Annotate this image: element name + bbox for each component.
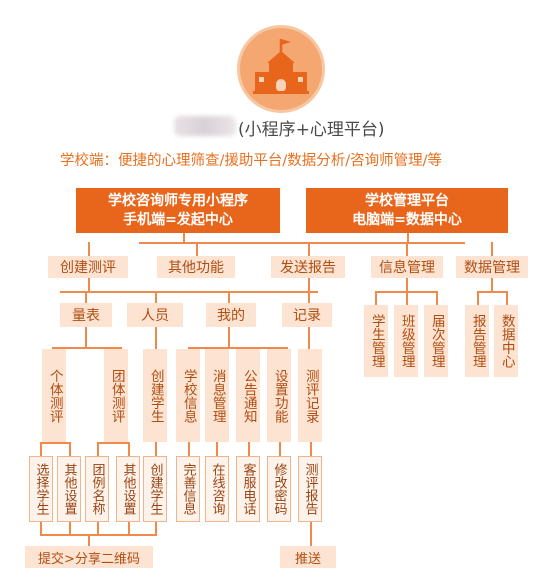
connector xyxy=(97,442,99,456)
connector xyxy=(406,278,408,292)
connector xyxy=(436,291,438,305)
connector xyxy=(406,291,408,305)
connector xyxy=(310,442,312,456)
connector xyxy=(97,442,129,444)
mobile-app-title: 学校咨询师专用小程序 xyxy=(108,192,248,209)
leaf-change-password: 修改密码 xyxy=(267,456,291,522)
item-student-management: 学生管理 xyxy=(364,305,388,377)
connector xyxy=(69,442,71,456)
group-info-management: 信息管理 xyxy=(371,256,443,278)
connector xyxy=(155,522,157,536)
connector xyxy=(60,291,318,293)
connector xyxy=(407,233,409,243)
school-logo xyxy=(237,25,325,113)
item-settings: 设置功能 xyxy=(267,349,291,442)
connector xyxy=(310,522,312,546)
item-announcement: 公告通知 xyxy=(236,349,260,442)
leaf-other-settings-2: 其他设置 xyxy=(116,456,140,522)
connector xyxy=(477,291,479,305)
mobile-app-subtitle: 手机端=发起中心 xyxy=(123,211,233,228)
school-building-icon xyxy=(253,39,309,94)
connector xyxy=(128,442,130,456)
connector xyxy=(308,327,310,349)
sub-personnel: 人员 xyxy=(127,303,183,327)
admin-platform-title: 学校管理平台 xyxy=(365,192,449,209)
sub-mine: 我的 xyxy=(206,303,256,327)
group-send-report: 发送报告 xyxy=(271,256,345,278)
connector xyxy=(155,442,157,456)
connector xyxy=(477,291,507,293)
connector xyxy=(40,442,70,444)
connector xyxy=(248,442,250,456)
item-group-assessment: 团体测评 xyxy=(104,349,128,442)
connector xyxy=(491,278,493,292)
admin-platform-box: 学校管理平台 电脑端=数据中心 xyxy=(306,188,508,233)
connector xyxy=(506,291,508,305)
connector xyxy=(85,291,87,303)
blurred-app-name xyxy=(174,116,236,136)
item-data-center: 数据中心 xyxy=(494,305,518,377)
branch-connector xyxy=(139,242,465,244)
leaf-group-name: 团例名称 xyxy=(85,456,109,522)
connector xyxy=(155,291,157,303)
leaf-service-phone: 客服电话 xyxy=(236,456,260,522)
connector xyxy=(69,522,71,536)
page-title: (小程序+心理平台) xyxy=(238,120,385,140)
connector xyxy=(97,522,99,536)
leaf-other-settings: 其他设置 xyxy=(57,456,81,522)
item-message-management: 消息管理 xyxy=(205,349,229,442)
item-class-management: 班级管理 xyxy=(394,305,418,377)
item-assessment-records: 测评记录 xyxy=(298,349,322,442)
connector xyxy=(88,278,90,292)
connector xyxy=(228,327,230,347)
leaf-complete-info: 完善信息 xyxy=(176,456,200,522)
page-subtitle: 学校端：便捷的心理筛查/援助平台/数据分析/咨询师管理/等 xyxy=(60,153,443,169)
leaf-online-consult: 在线咨询 xyxy=(205,456,229,522)
connector xyxy=(52,347,122,349)
sub-records: 记录 xyxy=(282,303,332,327)
item-individual-assessment: 个体测评 xyxy=(42,349,66,442)
connector xyxy=(216,442,218,456)
admin-platform-subtitle: 电脑端=数据中心 xyxy=(352,211,462,228)
connector xyxy=(128,522,130,536)
connector xyxy=(375,291,377,305)
connector xyxy=(406,242,408,256)
item-report-management: 报告管理 xyxy=(465,305,489,377)
item-school-info: 学校信息 xyxy=(176,349,200,442)
footer-submit-share-qr: 提交>分享二维码 xyxy=(25,546,153,568)
connector xyxy=(40,442,42,456)
item-create-student: 创建学生 xyxy=(143,349,167,442)
leaf-assessment-report: 测评报告 xyxy=(298,456,322,522)
mobile-app-box: 学校咨询师专用小程序 手机端=发起中心 xyxy=(76,188,280,233)
connector xyxy=(188,347,288,349)
connector xyxy=(40,522,42,536)
connector xyxy=(491,242,493,256)
group-data-management: 数据管理 xyxy=(456,256,528,278)
connector xyxy=(155,327,157,349)
footer-push: 推送 xyxy=(280,546,336,568)
connector xyxy=(188,442,190,456)
sub-scale: 量表 xyxy=(60,303,112,327)
group-create-assessment: 创建测评 xyxy=(48,256,128,278)
leaf-create-student: 创建学生 xyxy=(143,456,167,522)
connector xyxy=(308,278,310,303)
connector xyxy=(228,291,230,303)
group-other-functions: 其他功能 xyxy=(157,256,235,278)
item-cohort-management: 届次管理 xyxy=(424,305,448,377)
leaf-select-student: 选择学生 xyxy=(29,456,53,522)
connector xyxy=(279,442,281,456)
connector xyxy=(183,233,185,243)
connector xyxy=(196,242,198,256)
connector xyxy=(85,327,87,347)
connector xyxy=(308,242,310,256)
connector xyxy=(88,534,90,546)
connector xyxy=(88,242,90,256)
